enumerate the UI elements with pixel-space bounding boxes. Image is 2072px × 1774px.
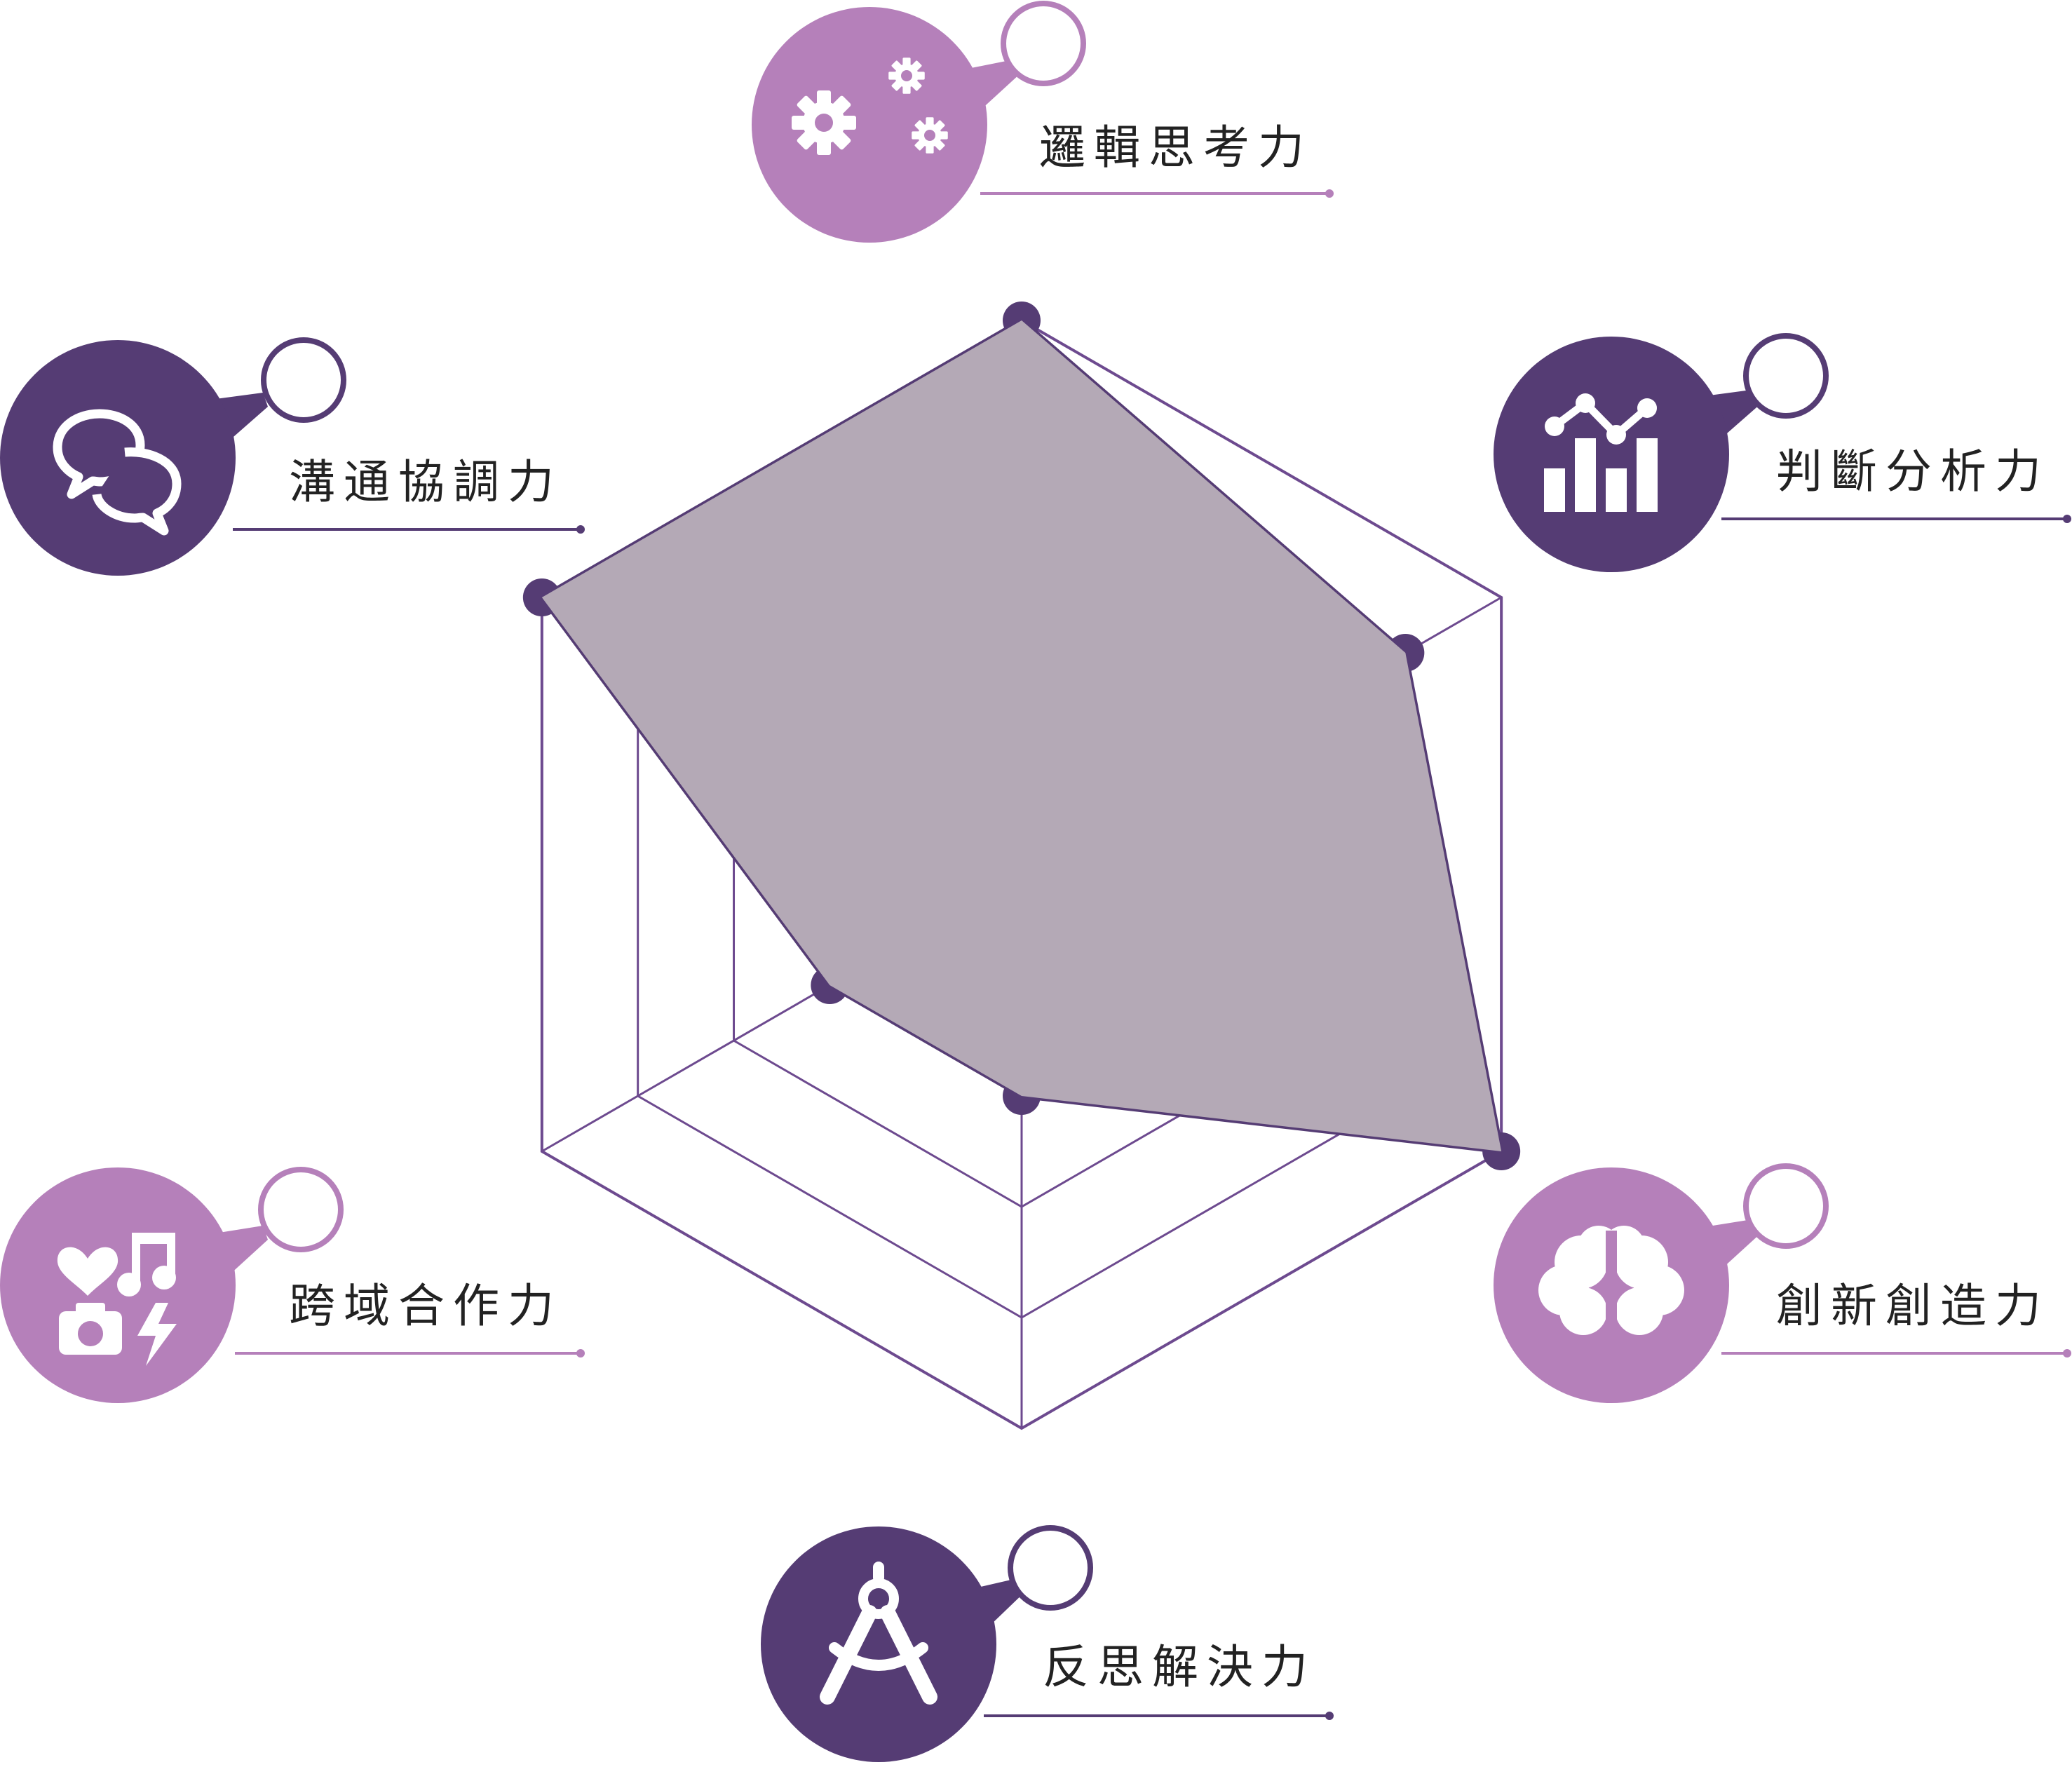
axis-label-reflection: 反思解決力: [1043, 1640, 1316, 1694]
axis-label-analysis: 判斷分析力: [1776, 445, 2050, 499]
hobbies-icon: [57, 1233, 177, 1366]
series-area: [541, 320, 1502, 1151]
chart-icon: [1544, 393, 1658, 512]
chat-icon: [53, 409, 182, 536]
badge-logic: [752, 1, 1334, 243]
badge-creativity: [1494, 1163, 2071, 1403]
badge-collaboration: [0, 1167, 585, 1403]
brain-icon: [1538, 1226, 1684, 1343]
radar-series: [541, 320, 1502, 1151]
badge-communication: [0, 337, 585, 576]
badge-reflection: [761, 1525, 1334, 1762]
compass-icon: [820, 1562, 937, 1705]
badge-analysis: [1494, 333, 2071, 572]
axis-label-collaboration: 跨域合作力: [289, 1279, 562, 1333]
axis-label-logic: 邏輯思考力: [1039, 121, 1313, 175]
axis-label-communication: 溝通協調力: [289, 455, 562, 509]
gears-icon: [792, 57, 948, 155]
axis-label-creativity: 創新創造力: [1776, 1279, 2050, 1333]
